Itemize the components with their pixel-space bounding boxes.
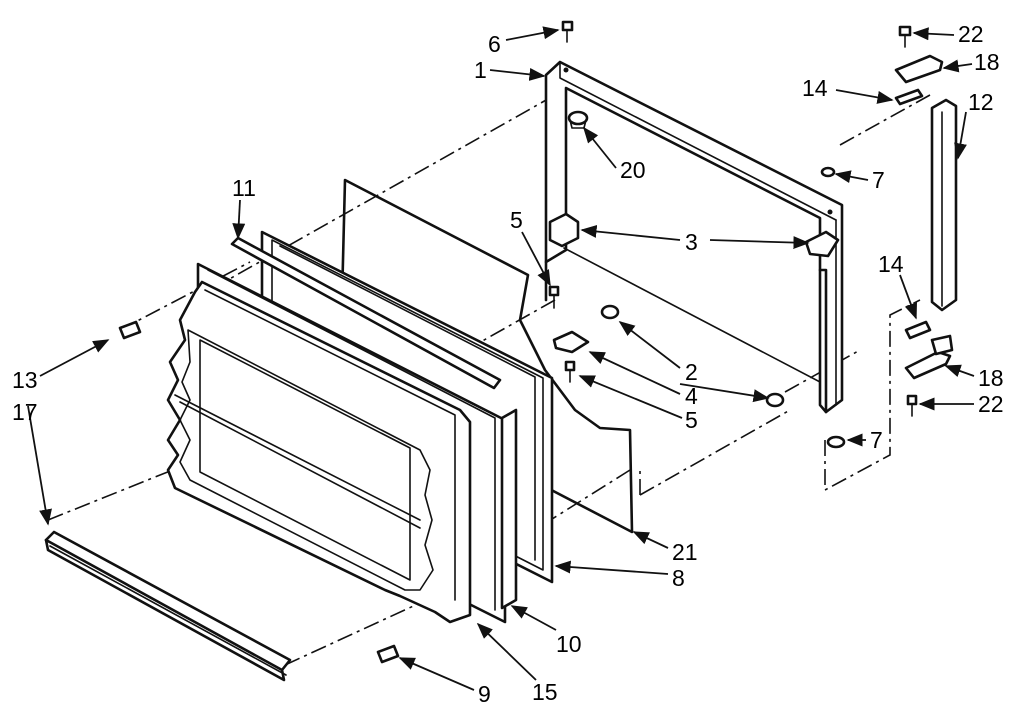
- callout-7-lower: 7: [870, 427, 883, 453]
- callout-20: 20: [620, 157, 646, 183]
- callout-18-lower: 18: [978, 365, 1004, 391]
- callout-14-lower: 14: [878, 251, 904, 277]
- callout-10: 10: [556, 631, 582, 657]
- callout-17: 17: [12, 399, 38, 425]
- door-liner-part: [166, 280, 472, 624]
- callout-leaders: [27, 26, 975, 691]
- callout-4: 4: [685, 383, 698, 409]
- door-frame-part: [544, 60, 844, 414]
- callout-5-upper: 5: [510, 207, 523, 233]
- callout-18-upper: 18: [974, 49, 1000, 75]
- callout-5-lower: 5: [685, 407, 698, 433]
- callout-6: 6: [488, 31, 501, 57]
- callout-9: 9: [478, 681, 491, 707]
- callout-14-upper: 14: [802, 75, 828, 101]
- hinge-assemblies: [548, 54, 954, 380]
- callout-22-upper: 22: [958, 21, 984, 47]
- callout-2: 2: [685, 359, 698, 385]
- callout-11: 11: [232, 175, 256, 201]
- callout-21: 21: [672, 539, 698, 565]
- callout-7-upper: 7: [872, 167, 885, 193]
- callout-8: 8: [672, 565, 685, 591]
- shelf-bar-part: [44, 530, 292, 682]
- callout-3: 3: [685, 229, 698, 255]
- callout-1: 1: [474, 57, 487, 83]
- callout-13: 13: [12, 367, 38, 393]
- callout-22-lower: 22: [978, 391, 1004, 417]
- trim-strip-part: [500, 408, 518, 610]
- callout-12: 12: [968, 89, 994, 115]
- door-rail-part: [230, 236, 502, 390]
- callout-labels: 6 1 20 3 5 2 4 5 7 7 14 14 12 18 22 18 2…: [12, 21, 1004, 707]
- callout-15: 15: [532, 679, 558, 705]
- hinge-bar-part: [930, 98, 958, 312]
